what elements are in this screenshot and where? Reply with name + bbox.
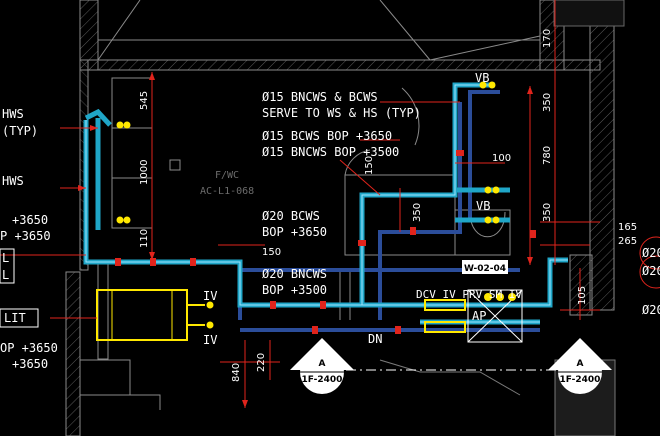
- dim-350c: 350: [412, 203, 423, 222]
- bncws-bop-label: Ø15 BNCWS BOP +3500: [262, 145, 399, 159]
- dim-1000: 1000: [139, 160, 150, 185]
- left-lit-box: [0, 308, 39, 328]
- left-l1: L: [2, 251, 9, 265]
- left-3650a: +3650: [12, 213, 48, 227]
- right-o20c: Ø20: [642, 303, 660, 317]
- valve-row-label: DCV IV PRV SM IV: [416, 288, 522, 301]
- right-o20a: Ø20: [642, 246, 660, 260]
- dim-220: 220: [256, 353, 267, 372]
- bop3500-label: BOP +3500: [262, 283, 327, 297]
- wall-tag-box: [462, 260, 508, 274]
- bncws20-label: Ø20 BNCWS: [262, 267, 327, 281]
- dim-105: 105: [577, 286, 588, 305]
- section-ref-1: 1F-2400: [302, 375, 343, 385]
- note-line-2: SERVE TO WS & HS (TYP): [262, 106, 421, 120]
- iv-label-top: IV: [203, 289, 217, 303]
- left-3650: +3650: [12, 357, 48, 371]
- bcws20-label: Ø20 BCWS: [262, 209, 320, 223]
- room-name: F/WC: [215, 170, 239, 181]
- annotations: Ø15 BNCWS & BCWS SERVE TO WS & HS (TYP) …: [0, 71, 660, 371]
- dim-545: 545: [139, 91, 150, 110]
- dim-150: 150: [262, 247, 281, 258]
- roof-lines: [97, 0, 541, 61]
- dim-780: 780: [542, 146, 553, 165]
- dim-265: 265: [618, 236, 637, 247]
- left-tag-box: [0, 248, 15, 284]
- bcws-bop-label: Ø15 BCWS BOP +3650: [262, 129, 392, 143]
- dim-350b: 350: [542, 203, 553, 222]
- valve-symbols: [116, 81, 500, 333]
- dim-150v: 150: [364, 156, 375, 175]
- dim-110: 110: [139, 229, 150, 248]
- iv-label-bottom: IV: [203, 333, 217, 347]
- section-ref-2: 1F-2400: [560, 375, 601, 385]
- left-hws: HWS: [2, 174, 24, 188]
- pipe-supports: [115, 150, 536, 334]
- dimension-lines: [0, 0, 600, 408]
- bop3650-label: BOP +3650: [262, 225, 327, 239]
- dimension-text: 170 350 780 350 100 350 545 1000 110 150…: [139, 29, 637, 382]
- dim-840: 840: [231, 363, 242, 382]
- ap-unit: [467, 289, 523, 343]
- left-hws-typ: HWS: [2, 107, 24, 121]
- left-3650b: P +3650: [0, 229, 51, 243]
- room-code: AC-L1-068: [200, 186, 254, 197]
- dim-350a: 350: [542, 93, 553, 112]
- dimension-arrows: [78, 72, 533, 408]
- left-l2: L: [2, 268, 9, 282]
- left-op3650: OP +3650: [0, 341, 58, 355]
- wall-tag: W-02-04: [464, 264, 506, 274]
- note-line-1: Ø15 BNCWS & BCWS: [262, 90, 378, 104]
- vb-label-top: VB: [475, 71, 489, 85]
- dim-170: 170: [542, 29, 553, 48]
- left-lit: LIT: [4, 311, 26, 325]
- section-letter-2: A: [577, 359, 584, 369]
- dim-165: 165: [618, 222, 637, 233]
- ap-label: AP: [472, 309, 486, 323]
- left-typ: (TYP): [2, 124, 38, 138]
- right-o20b: Ø20: [642, 264, 660, 278]
- dn-label: DN: [368, 332, 382, 346]
- vb-label-mid: VB: [476, 199, 490, 213]
- walls: [65, 0, 625, 436]
- section-mark-2: A 1F-2400: [548, 338, 612, 394]
- section-mark-1: A 1F-2400: [290, 338, 354, 394]
- equipment-box: [96, 289, 205, 341]
- section-letter-1: A: [319, 359, 326, 369]
- dim-100: 100: [492, 153, 511, 164]
